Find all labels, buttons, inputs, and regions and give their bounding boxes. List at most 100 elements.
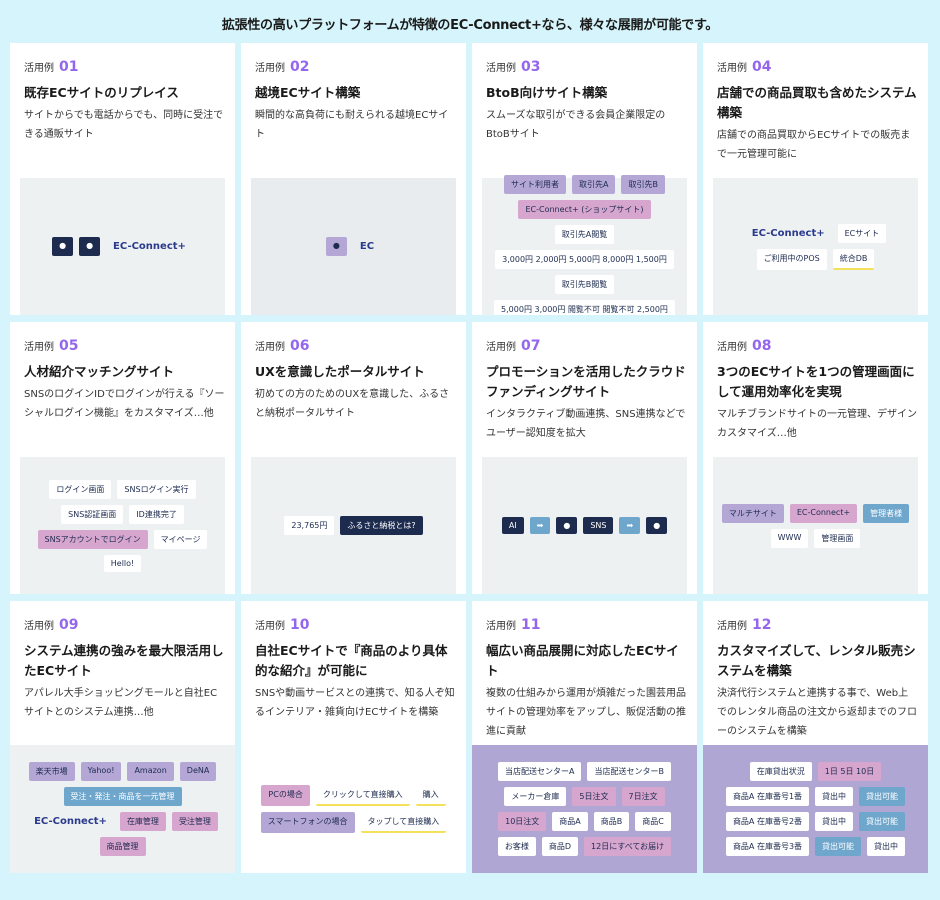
case-title: 幅広い商品展開に対応したECサイト [486,643,679,678]
illustration-label: ご利用中のPOS [756,248,827,270]
illustration-label: マイページ [153,529,208,549]
case-label: 活用例 [24,621,54,632]
case-title-block: 店舗での商品買取も含めたシステム構築 店舗での商品買取からECサイトでの販売まで… [717,83,918,164]
illustration-label: EC-Connect+ (ショップサイト) [518,199,651,219]
case-title: プロモーションを活用したクラウドファンディングサイト [486,364,686,399]
illustration-label: 取引先B閲覧 [554,274,615,294]
case-card[interactable]: 活用例 03 BtoB向けサイト構築 スムーズな取引ができる会員企業限定のBto… [472,43,697,315]
illustration-label: 商品A 在庫番号3番 [725,837,810,856]
case-number: 01 [59,59,79,75]
illustration-label: 当店配送センターA [498,762,582,781]
case-card[interactable]: 活用例 02 越境ECサイト構築 瞬間的な高負荷にも耐えられる越境ECサイト ●… [241,43,466,315]
illustration-label: お客様 [497,837,536,856]
illustration-label: クリックして直接購入 [315,785,410,806]
case-label: 活用例 [717,63,747,74]
case-number-row: 活用例 05 [24,338,78,354]
case-title: 人材紹介マッチングサイト [24,364,175,379]
case-number-row: 活用例 04 [717,59,771,75]
case-title-block: 自社ECサイトで『商品のより具体的な紹介』が可能に SNSや動画サービスとの連携… [255,641,456,722]
case-description: インタラクティブ動画連携、SNS連携などでユーザー認知度を拡大 [486,409,686,439]
case-label: 活用例 [255,342,285,353]
case-label: 活用例 [255,63,285,74]
case-title-block: 既存ECサイトのリプレイス サイトからでも電話からでも、同時に受注できる通販サイ… [24,83,225,144]
case-title: システム連携の強みを最大限活用したECサイト [24,643,224,678]
illustration-label: Yahoo! [80,762,122,781]
case-illustration: ●●EC-Connect+ [20,178,225,315]
illustration-label: EC-Connect+ [751,227,825,239]
case-description: SNSのログインIDでログインが行える『ソーシャルログイン機能』をカスタマイズ…… [24,389,225,419]
case-title: 店舗での商品買取も含めたシステム構築 [717,85,917,120]
case-card[interactable]: 活用例 04 店舗での商品買取も含めたシステム構築 店舗での商品買取からECサイ… [703,43,928,315]
case-card[interactable]: 活用例 01 既存ECサイトのリプレイス サイトからでも電話からでも、同時に受注… [10,43,235,315]
illustration-label: 取引先A閲覧 [554,224,615,244]
case-illustration: 23,765円ふるさと納税とは? [251,457,456,594]
case-title-block: カスタマイズして、レンタル販売システムを構築 決済代行システムと連携する事で、W… [717,641,918,741]
case-label: 活用例 [717,621,747,632]
case-illustration: PCの場合クリックして直接購入購入スマートフォンの場合タップして直接購入 [241,745,466,873]
illustration-label: ECサイト [837,223,887,243]
illustration-label: 23,765円 [284,516,335,535]
case-card[interactable]: 活用例 05 人材紹介マッチングサイト SNSのログインIDでログインが行える『… [10,322,235,594]
illustration-label: EC-Connect+ [789,503,858,523]
case-label: 活用例 [486,63,516,74]
phone-operator-icon: ● [79,237,101,256]
case-description: アパレル大手ショッピングモールと自社ECサイトとのシステム連携…他 [24,688,218,718]
case-grid: 活用例 01 既存ECサイトのリプレイス サイトからでも電話からでも、同時に受注… [10,43,928,873]
case-card[interactable]: 活用例 11 幅広い商品展開に対応したECサイト 複数の仕組みから運用が煩雑だっ… [472,601,697,873]
illustration-label: 12日にすべてお届け [584,837,672,856]
case-card[interactable]: 活用例 10 自社ECサイトで『商品のより具体的な紹介』が可能に SNSや動画サ… [241,601,466,873]
case-title: 自社ECサイトで『商品のより具体的な紹介』が可能に [255,643,448,678]
page-headline: 拡張性の高いプラットフォームが特徴のEC-Connect+なら、様々な展開が可能… [221,18,719,33]
case-number: 11 [521,617,541,633]
illustration-label: 貸出中 [867,837,906,856]
illustration-label: 10日注文 [498,812,547,831]
case-number-row: 活用例 11 [486,617,540,633]
case-number: 08 [752,338,772,354]
illustration-label: 商品D [541,837,579,856]
case-label: 活用例 [486,342,516,353]
case-description: マルチブランドサイトの一元管理、デザインカスタマイズ…他 [717,409,917,439]
case-card[interactable]: 活用例 12 カスタマイズして、レンタル販売システムを構築 決済代行システムと連… [703,601,928,873]
illustration-label: 商品管理 [99,837,146,856]
case-title-block: プロモーションを活用したクラウドファンディングサイト インタラクティブ動画連携、… [486,362,687,443]
illustration-label: 受注管理 [171,812,218,831]
case-number: 07 [521,338,541,354]
case-card[interactable]: 活用例 09 システム連携の強みを最大限活用したECサイト アパレル大手ショッピ… [10,601,235,873]
illustration-label: SNSログイン実行 [117,479,196,499]
growth-chart-icon: ● [646,517,668,534]
illustration-label: SNS [583,517,614,534]
case-card[interactable]: 活用例 08 3つのECサイトを1つの管理画面にして運用効率化を実現 マルチブラ… [703,322,928,594]
illustration-label: タップして直接購入 [360,812,447,833]
illustration-label: ログイン画面 [49,479,112,499]
illustration-label: PCの場合 [261,785,310,806]
illustration-label: 貸出中 [815,812,854,831]
illustration-label: 商品C [635,812,671,831]
case-card[interactable]: 活用例 07 プロモーションを活用したクラウドファンディングサイト インタラクテ… [472,322,697,594]
case-number-row: 活用例 07 [486,338,540,354]
case-label: 活用例 [24,63,54,74]
illustration-label: ふるさと納税とは? [340,516,423,535]
case-description: 店舗での商品買取からECサイトでの販売まで一元管理可能に [717,130,911,160]
illustration-label: SNSアカウントでログイン [37,529,148,549]
illustration-label: 貸出可能 [859,787,906,806]
case-card[interactable]: 活用例 06 UXを意識したポータルサイト 初めての方のためのUXを意識した、ふ… [241,322,466,594]
case-title-block: 幅広い商品展開に対応したECサイト 複数の仕組みから運用が煩雑だった園芸用品サイ… [486,641,687,741]
illustration-label: EC-Connect+ [113,241,186,252]
illustration-label: 在庫貸出状況 [749,762,812,781]
illustration-label: Amazon [127,762,174,781]
illustration-label: 取引先A [572,174,616,194]
case-description: SNSや動画サービスとの連携で、知る人ぞ知るインテリア・雑貨向けECサイトを構築 [255,688,455,718]
case-illustration: AI➡●SNS➡● [482,457,687,594]
case-number-row: 活用例 10 [255,617,309,633]
case-title: カスタマイズして、レンタル販売システムを構築 [717,643,916,678]
case-number: 10 [290,617,310,633]
illustration-label: 管理画面 [814,528,861,548]
case-number-row: 活用例 06 [255,338,309,354]
illustration-label: ➡ [619,517,641,534]
case-label: 活用例 [486,621,516,632]
illustration-label: ID連携完了 [129,504,184,524]
